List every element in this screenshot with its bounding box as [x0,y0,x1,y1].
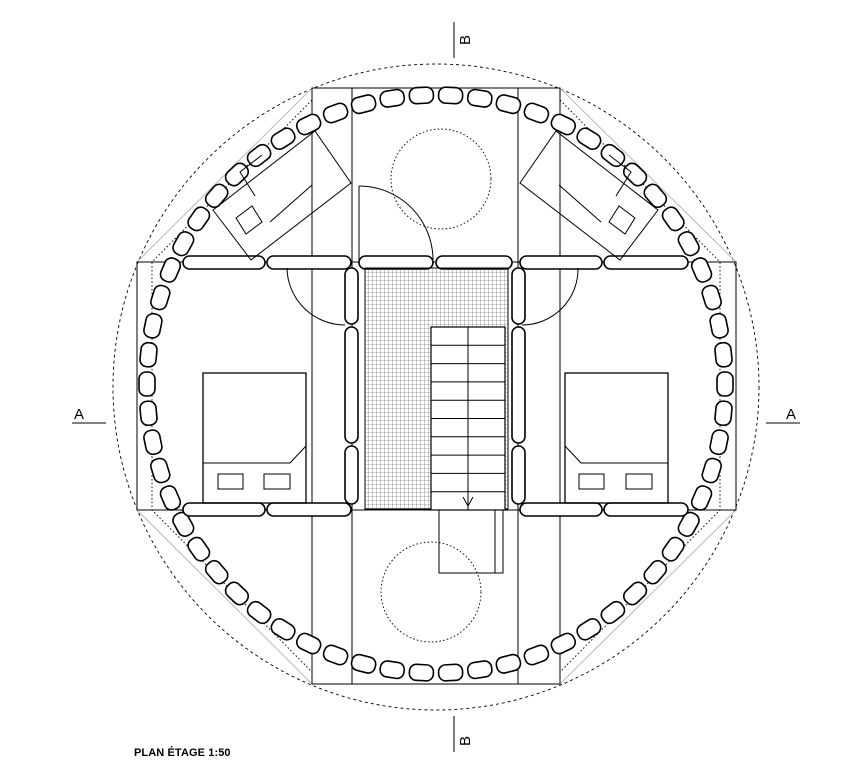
section-marker-b-bottom: B [453,716,474,752]
section-label-a-right: A [786,406,796,423]
wall-stone [408,663,435,682]
wall-stone [466,660,493,680]
wall-stone [714,341,733,368]
wall-stone [690,257,713,283]
wall-stone [204,183,229,209]
wall-stone [701,284,722,311]
section-marker-b-top: B [453,22,474,58]
wall-stone [150,457,171,484]
wall-stone [270,127,296,150]
wall-stone [224,162,250,187]
wall-stone [550,113,577,136]
wall-stone [576,127,602,150]
section-label-b-bottom: B [457,736,474,746]
wall-stone [600,143,626,168]
wall-stone [622,162,648,187]
upper-dotted-circle [390,128,492,230]
wall-stone [466,88,493,108]
wall-stone [643,559,668,585]
wall-stone [523,644,550,666]
wall-stone [437,663,464,682]
wall-stone [172,511,195,537]
wall-stone [139,400,158,427]
wall-stone [495,653,522,674]
stone-ring-wall [138,86,734,682]
bed-right [564,372,669,504]
wall-stone [437,86,464,105]
wall-stone [716,371,734,397]
plan-title: PLAN ÉTAGE 1:50 [134,747,231,759]
wall-stone [143,312,163,339]
wall-stone [350,94,377,115]
wall-stone [379,660,406,680]
section-label-b-top: B [457,35,474,45]
wall-stone [150,284,171,311]
wall-stone [143,429,163,456]
wall-stone [295,113,322,136]
wall-stone [159,485,182,511]
wall-stone [643,183,668,209]
section-label-a-left: A [74,406,84,423]
wall-stone [677,231,700,257]
door-swings [286,185,579,326]
wall-stone [709,429,729,456]
wall-stone [661,536,685,562]
section-marker-a-right: A [766,406,800,424]
cabinet-left [212,130,352,261]
wall-stone [600,600,626,625]
wall-stone [350,653,377,674]
wall-stone [661,206,685,232]
wall-stone [690,485,713,511]
wall-stone [408,86,435,105]
wall-stone [622,581,648,606]
wall-stone [139,341,158,368]
wall-stone [270,618,296,641]
outer-dashed-circle [112,63,760,711]
staircase [430,326,506,574]
wall-stone [379,88,406,108]
wall-stone [187,206,211,232]
wall-stone [138,371,156,397]
wall-stone [187,536,211,562]
wall-stone [495,94,522,115]
wall-stone [322,644,349,666]
wall-stone [159,257,182,283]
wall-stone [224,581,250,606]
wall-stone [714,400,733,427]
bed-left [202,372,307,504]
wall-stone [677,511,700,537]
wall-stone [576,618,602,641]
wall-stone [709,312,729,339]
section-marker-a-left: A [72,406,106,424]
partition-walls [182,255,689,517]
wall-stone [701,457,722,484]
lower-dotted-circle [380,541,482,643]
cabinet-right [519,130,659,261]
wall-stone [172,231,195,257]
wall-stone [523,102,550,124]
wall-stone [204,559,229,585]
wall-stone [246,143,272,168]
wall-stone [322,102,349,124]
wall-stone [550,632,577,655]
wall-stone [295,632,322,655]
wall-stone [246,600,272,625]
